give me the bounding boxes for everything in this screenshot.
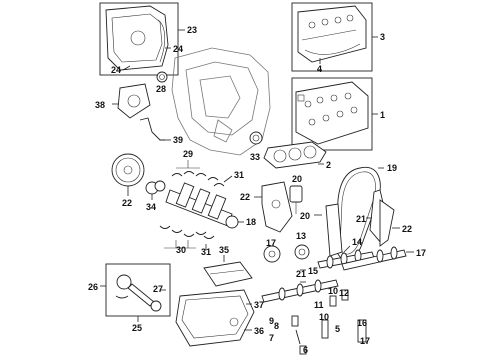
callout-26: 26 (88, 282, 98, 292)
timing-cover-inner (111, 13, 163, 63)
engine-block-outline (171, 47, 271, 156)
callout-38: 38 (95, 100, 105, 110)
callout-21a: 21 (356, 214, 366, 224)
callout-13: 13 (296, 231, 306, 241)
callout-10a: 10 (328, 286, 338, 296)
callout-31a: 31 (234, 170, 244, 180)
callout-33: 33 (250, 152, 260, 162)
valve-cover-gasket (304, 43, 361, 55)
callout-31b: 31 (201, 247, 211, 257)
valve-cover (297, 5, 367, 63)
callout-30: 30 (176, 245, 186, 255)
callout-17b: 17 (416, 248, 426, 258)
callout-24b: 24 (111, 65, 121, 75)
seal-33 (249, 131, 263, 145)
callout-7: 7 (269, 333, 274, 343)
callout-3: 3 (380, 32, 385, 42)
callout-1: 1 (380, 110, 385, 120)
crank-pulley (111, 153, 145, 187)
callout-19b: 20 (300, 211, 310, 221)
callout-6: 6 (303, 345, 308, 355)
callout-36: 36 (254, 326, 264, 336)
camshaft-right (341, 246, 407, 271)
timing-cover-group (99, 2, 179, 76)
callout-39: 39 (173, 135, 183, 145)
callout-2: 2 (326, 160, 331, 170)
callout-15: 15 (308, 266, 318, 276)
callout-4: 4 (317, 64, 322, 74)
callout-24a: 24 (173, 44, 183, 54)
callout-34: 22 (122, 198, 132, 208)
connecting-rod-group (105, 263, 171, 317)
callout-32: 18 (246, 217, 256, 227)
callout-16: 16 (357, 318, 367, 328)
cylinder-head-group (291, 77, 373, 151)
oil-pump (117, 83, 151, 119)
oil-tube (139, 117, 165, 141)
callout-20: 20 (292, 174, 302, 184)
bearing-set-29 (171, 160, 219, 181)
upper-oil-pan (203, 261, 253, 287)
callout-12: 12 (339, 288, 349, 298)
callout-28: 28 (156, 84, 166, 94)
timing-cover-box (99, 2, 179, 76)
timing-cover-seal (130, 30, 146, 46)
callout-18: 34 (146, 202, 156, 212)
callout-22a: 22 (240, 192, 250, 202)
callout-35: 35 (219, 245, 229, 255)
cover-gasket (157, 19, 166, 63)
seal-28 (156, 71, 168, 83)
callout-11: 11 (314, 300, 324, 310)
callout-25: 25 (132, 323, 142, 333)
thrust-bearing (213, 183, 225, 187)
callout-37: 37 (254, 300, 264, 310)
callout-17c: 17 (360, 336, 370, 346)
callout-27: 27 (153, 284, 163, 294)
callout-14: 14 (352, 237, 362, 247)
callout-22b: 22 (402, 224, 412, 234)
chain-guide-22 (261, 181, 293, 233)
callout-5: 5 (335, 324, 340, 334)
chain-guide-22-right (379, 199, 395, 247)
lower-thrust-bearing (203, 235, 215, 239)
head-gasket (263, 141, 327, 169)
callout-19a: 19 (387, 163, 397, 173)
callout-10b: 10 (319, 312, 329, 322)
chain-guide-left (325, 203, 343, 257)
cam-sprocket-17 (263, 245, 281, 263)
callout-29: 29 (183, 149, 193, 159)
cylinder-head (295, 81, 369, 145)
camshaft-upper (317, 249, 375, 269)
camshaft-lower (261, 279, 339, 303)
crankshaft (165, 182, 239, 229)
bearing-set-30 (159, 225, 207, 249)
callout-17a: 17 (266, 238, 276, 248)
callout-8: 8 (274, 321, 279, 331)
callout-21b: 21 (296, 269, 306, 279)
cam-sprocket-13 (294, 244, 310, 260)
oil-pan (175, 289, 255, 347)
valve-cover-group (291, 2, 373, 72)
timing-cover (105, 5, 169, 71)
lifter-parts (291, 289, 367, 355)
callout-23: 23 (187, 25, 197, 35)
callout-9: 9 (269, 316, 274, 326)
tensioner-20 (289, 185, 303, 214)
